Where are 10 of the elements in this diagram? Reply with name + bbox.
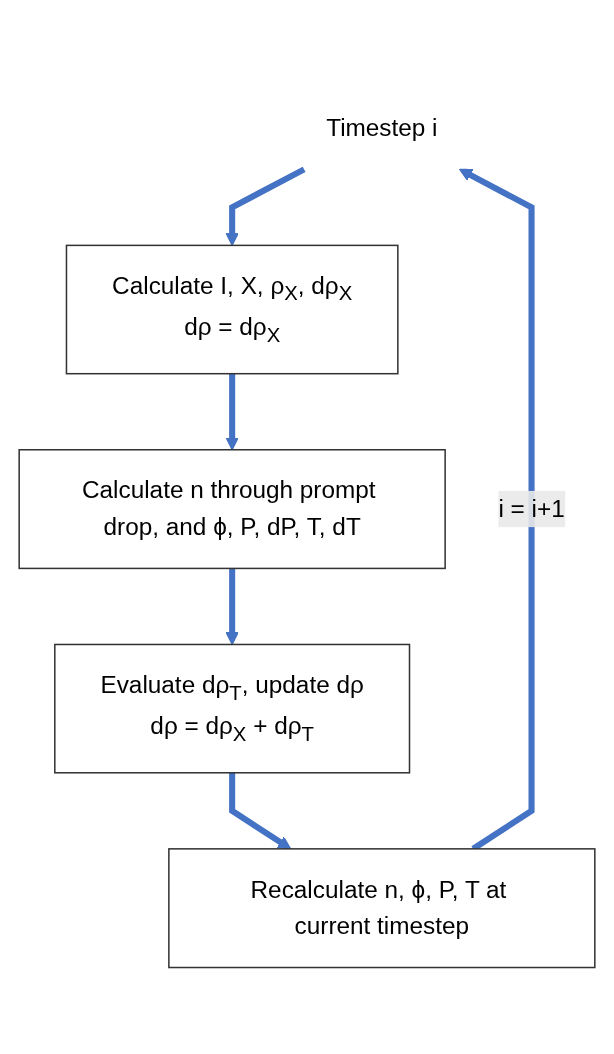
node-box [18, 448, 446, 569]
node-box [54, 643, 411, 774]
arrow [225, 166, 306, 246]
flowchart: i = i+1 Timestep i Calculate I, X, ρ$_{X}$, dρ$_{X}$ dρ = dρ$_{X}$ Calculate n through prompt drop, and ϕ, P, dP, T, dT Evaluate dρ$_{T}$, update dρ dρ = dρ$_{X}$ + dρ$_{T}$ Recalculate n, ϕ, P, T at current timestep [7, 74, 607, 980]
arrow [225, 568, 239, 645]
node-box [168, 847, 596, 968]
arrow [229, 772, 292, 850]
node-box [65, 244, 399, 375]
node-text: Timestep i [326, 114, 438, 141]
arrow [225, 373, 239, 450]
